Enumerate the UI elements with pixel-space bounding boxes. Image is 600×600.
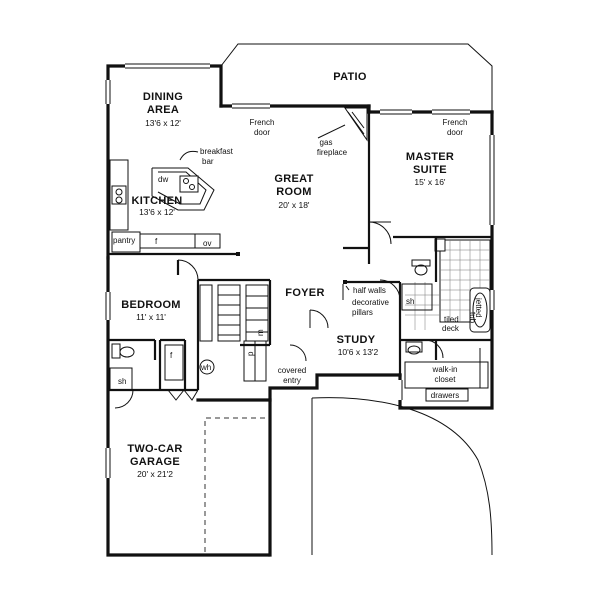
gas-fireplace-leader: [317, 124, 346, 139]
gas-fireplace-note-line1: gas: [320, 138, 333, 147]
breakfast-bar-note-line1: breakfast: [200, 147, 234, 156]
jetted-tub-note-line2: tub: [468, 312, 477, 324]
garage-dashed-outline: [204, 417, 265, 552]
kitchen-dimensions: 13'6 x 12': [139, 207, 175, 217]
f-kitchen-note: f: [155, 237, 158, 246]
french-door-left-note-line2: door: [254, 128, 270, 137]
windows: [105, 63, 495, 478]
drawers-note: drawers: [431, 391, 459, 400]
driveway-curve: [311, 397, 493, 556]
breakfast-bar-note-line2: bar: [202, 157, 214, 166]
jetted-tub-note-line1: jetted: [474, 297, 483, 318]
bedroom-dimensions: 11' x 11': [136, 312, 166, 322]
great-room-label-line1: GREAT: [274, 173, 313, 185]
garage-dimensions: 20' x 21'2: [137, 469, 173, 479]
great-room-dimensions: 20' x 18': [278, 200, 310, 210]
tiled-deck-note-line1: tiled: [444, 315, 459, 324]
master-suite-label-line1: MASTER: [406, 151, 454, 163]
bedroom-label: BEDROOM: [121, 299, 181, 311]
interior-walls: [108, 112, 492, 392]
decorative-pillars-note-line2: pillars: [352, 308, 373, 317]
garage-label-line2: GARAGE: [130, 456, 180, 468]
wh-note: wh: [200, 363, 211, 372]
f-bedroom-note: f: [170, 351, 173, 360]
sh-bedroom-note: sh: [118, 377, 126, 386]
french-door-master: [380, 109, 470, 115]
half-walls-note: half walls: [353, 286, 386, 295]
kitchen-counters: [109, 159, 221, 253]
covered-entry-note-line2: entry: [283, 376, 301, 385]
master-bath: [400, 237, 492, 360]
dining-label-line2: AREA: [147, 104, 179, 116]
dw-note: dw: [158, 175, 168, 184]
garage-label-line1: TWO-CAR: [127, 443, 182, 455]
half-walls-leader: [345, 285, 350, 291]
walk-in-closet-note-line2: closet: [435, 375, 457, 384]
covered-entry-note-line1: covered: [278, 366, 306, 375]
gas-fireplace: [344, 107, 368, 142]
sh-master-note: sh: [406, 297, 414, 306]
study-label: STUDY: [337, 334, 376, 346]
french-door-great-room: [232, 103, 270, 109]
p-note: p: [246, 351, 255, 356]
tile-grid: [405, 240, 490, 330]
breakfast-bar-leader: [179, 150, 199, 161]
dining-label-line1: DINING: [143, 91, 183, 103]
french-door-left-note-line1: French: [250, 118, 275, 127]
m-note: m: [256, 329, 265, 336]
dining-dimensions: 13'6 x 12': [145, 118, 181, 128]
bedroom-bath-fixtures: [109, 343, 135, 391]
study-dimensions: 10'6 x 13'2: [338, 347, 379, 357]
walk-in-closet: [404, 348, 489, 402]
stair-closets: [164, 284, 269, 382]
gas-fireplace-note-line2: fireplace: [317, 148, 348, 157]
foyer-label: FOYER: [285, 287, 324, 299]
french-door-right-note-line1: French: [443, 118, 468, 127]
ov-note: ov: [203, 239, 211, 248]
door-swings: [114, 221, 444, 409]
patio-label: PATIO: [333, 71, 367, 83]
french-door-right-note-line2: door: [447, 128, 463, 137]
kitchen-label: KITCHEN: [132, 195, 183, 207]
walk-in-closet-note-line1: walk-in: [432, 365, 458, 374]
pantry-note: pantry: [113, 236, 135, 245]
great-room-label-line2: ROOM: [276, 186, 311, 198]
decorative-pillars-note-line1: decorative: [352, 298, 389, 307]
decorative-pillars: [236, 252, 347, 300]
master-suite-dimensions: 15' x 16': [414, 177, 446, 187]
tiled-deck-note-line2: deck: [442, 324, 460, 333]
master-suite-label-line2: SUITE: [413, 164, 447, 176]
